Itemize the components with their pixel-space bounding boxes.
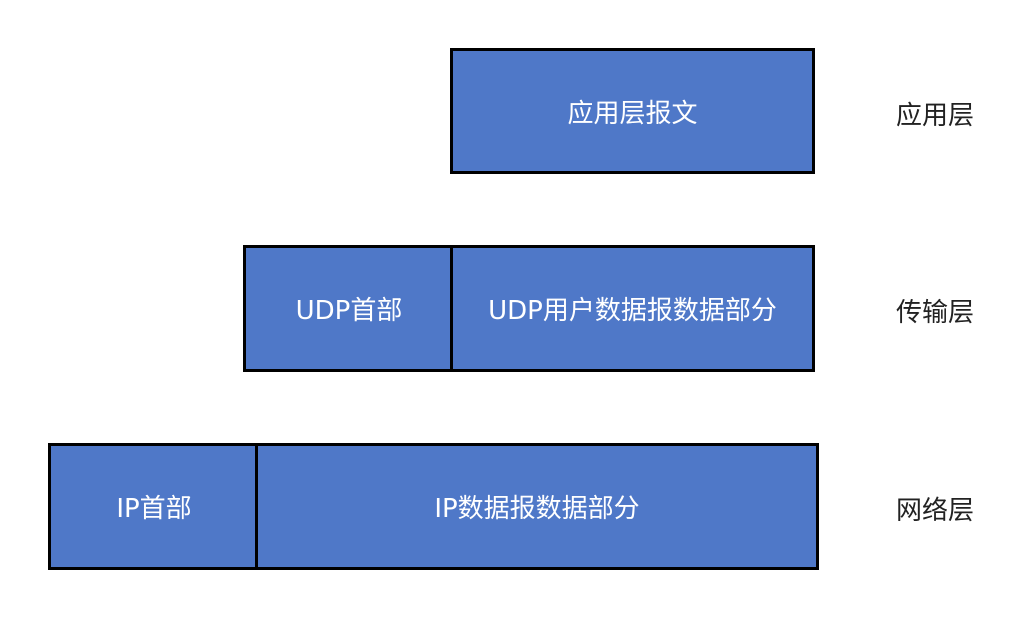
application-message-box: 应用层报文 [450, 48, 815, 174]
application-message-label: 应用层报文 [567, 98, 698, 129]
udp-header-box: UDP首部 [243, 245, 455, 372]
udp-data-box: UDP用户数据报数据部分 [450, 245, 815, 372]
ip-header-label: IP首部 [116, 494, 192, 524]
application-layer-label: 应用层 [895, 101, 974, 131]
udp-data-label: UDP用户数据报数据部分 [488, 296, 777, 326]
ip-header-box: IP首部 [48, 443, 260, 570]
ip-data-box: IP数据报数据部分 [255, 443, 819, 570]
transport-layer-label: 传输层 [895, 298, 974, 328]
udp-header-label: UDP首部 [295, 296, 403, 326]
network-layer-label: 网络层 [895, 496, 974, 526]
ip-data-label: IP数据报数据部分 [434, 494, 640, 524]
